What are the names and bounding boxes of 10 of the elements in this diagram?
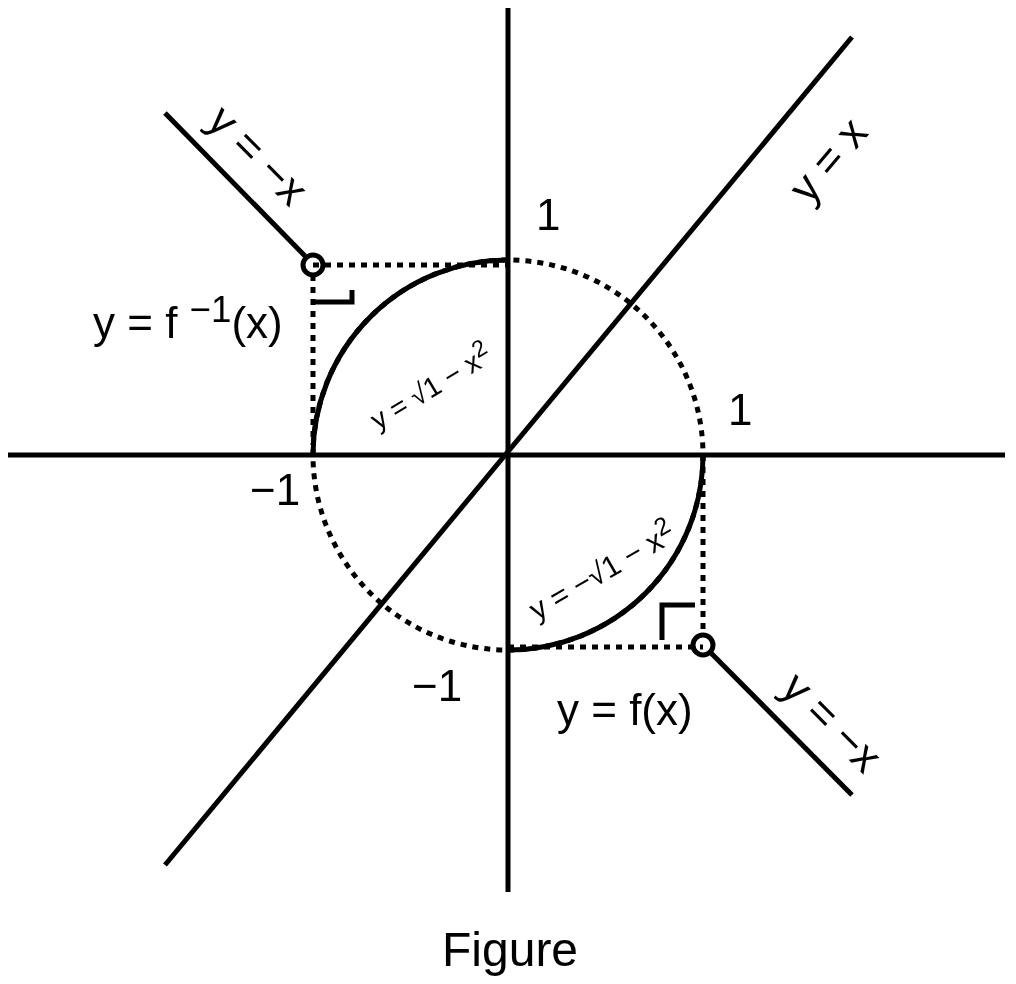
caption: Figure bbox=[442, 923, 579, 977]
curve-label: y = f(x) bbox=[557, 686, 693, 735]
curve-label: y = x bbox=[779, 108, 877, 212]
curve-label: y = −x bbox=[772, 662, 892, 782]
axis-tick-label: −1 bbox=[412, 662, 463, 711]
axis-tick-label: 1 bbox=[536, 191, 561, 240]
axis-tick-label: 1 bbox=[728, 386, 753, 435]
curve-label: y = f $^{−1}$(x) bbox=[93, 289, 283, 347]
axis-tick-label: −1 bbox=[250, 466, 301, 515]
curve-label: y = −x bbox=[198, 95, 318, 215]
